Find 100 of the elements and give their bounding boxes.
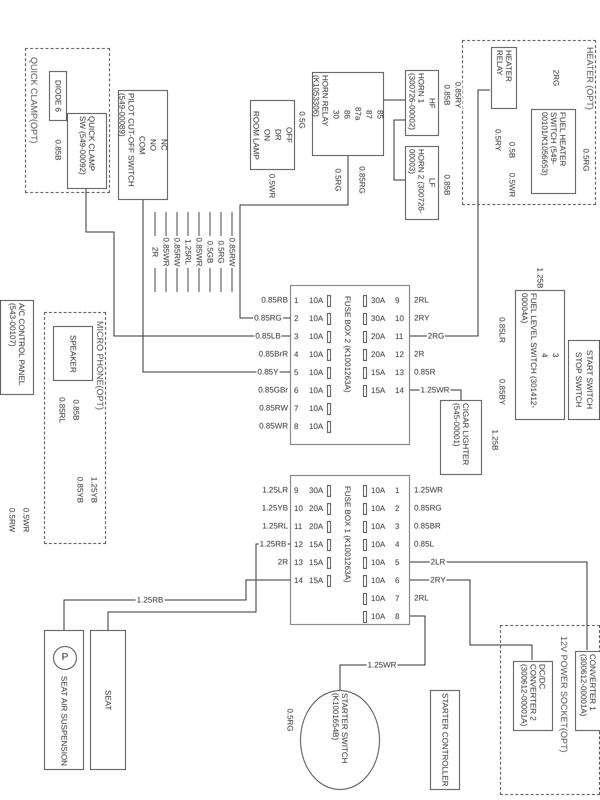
wire	[240, 156, 348, 318]
fuse-rating: 10A	[309, 350, 324, 360]
fuse-rating: 30A	[371, 314, 386, 324]
component-label: DIODE 6	[54, 80, 62, 112]
pin-number: 2	[294, 314, 298, 324]
pin-label: NO	[148, 139, 158, 151]
fuse-rating: 10A	[309, 386, 324, 396]
pin-number: 8	[294, 422, 298, 432]
component-label: HORN 1 (300726-00002)	[408, 73, 426, 132]
component-box	[90, 630, 126, 770]
wire-label: 0.85BrR	[258, 350, 288, 358]
pin-number: 5	[395, 558, 400, 568]
wire-label: 0.85WR	[162, 238, 170, 266]
pin-number: 5	[294, 368, 298, 378]
pin-number: 12	[395, 350, 404, 360]
wire-label: 0.5WR	[268, 174, 276, 198]
pin-number: 4	[395, 540, 400, 550]
component-box	[250, 100, 295, 170]
component-label: CONVERTER 1 (300612-00001A)	[579, 654, 597, 718]
edge-label: 2RY	[429, 576, 447, 584]
pin-label: SEAT	[104, 690, 112, 710]
pin-number: 8	[395, 612, 400, 622]
edge-label: 1.25RB	[136, 596, 164, 604]
wire-label: 0.85RB	[261, 296, 288, 304]
pin-number: 12	[294, 540, 303, 550]
wire-label: 0.85BR	[414, 522, 441, 530]
wire-label: 0.85B	[54, 140, 62, 160]
fuse-rating: 30A	[371, 296, 386, 306]
fuse-rating: 10A	[309, 332, 324, 342]
edge-label: 2LR	[430, 558, 446, 566]
pin-number: 4	[294, 350, 298, 360]
fuse-rating: 10A	[371, 558, 386, 568]
wire-label: 0.5WR	[22, 508, 30, 532]
pin-number: 7	[294, 404, 298, 414]
component-label: DC/DC CONVERTER 2 (300612-00001A)	[520, 664, 546, 728]
pin-label: COM	[138, 136, 146, 154]
fuse-rating: 10A	[371, 612, 386, 622]
component-label: STOP SWITCH	[574, 352, 583, 408]
component-label: ROOM LAMP	[252, 110, 260, 160]
edge-label: 1.25RB	[258, 540, 288, 548]
wire-label: 0.85LR	[498, 317, 506, 343]
wire	[410, 90, 490, 336]
edge-label: 0.85LB	[254, 332, 282, 340]
wire-label: 0.85RG	[358, 166, 366, 194]
wire-label: 0.85RW	[259, 404, 288, 412]
fuse-rating: 10A	[309, 368, 324, 378]
motor-letter: P	[62, 653, 68, 663]
component-label: HORN RELAY (K1053306)	[312, 75, 330, 128]
fuse-box-title: FUSE BOX 1 (K1001263A)	[343, 486, 352, 584]
wire-label: 0.85RW	[172, 238, 182, 266]
component-box	[49, 71, 67, 121]
pin-number: 6	[395, 576, 400, 586]
wire-label: 0.85L	[414, 540, 434, 548]
wire-label: 0.5B	[508, 142, 516, 158]
component-box	[513, 661, 553, 731]
pin-label: 87	[364, 110, 374, 118]
wire-label: 2R	[150, 246, 160, 258]
wire-label: 0.5G	[298, 111, 306, 129]
wire-label: 0.85R	[414, 368, 436, 376]
fuse-rating: 20A	[309, 504, 324, 514]
wire-label: 1.25YB	[262, 504, 288, 512]
component-box	[491, 47, 517, 109]
pin-number: 14	[294, 576, 303, 586]
pin-number: 9	[294, 486, 298, 496]
pin-number: 3	[395, 522, 400, 532]
fuse-rating: 10A	[371, 504, 386, 514]
pin-number: 14	[395, 386, 404, 396]
pin-number: 7	[395, 594, 400, 604]
wire-label: 0.85RY	[454, 82, 462, 108]
wire-label: 0.5RG	[334, 168, 342, 192]
edge-label: 1.25WR	[420, 386, 450, 394]
component-box	[312, 72, 384, 156]
fuse-rating: 10A	[371, 540, 386, 550]
component-box	[53, 326, 93, 381]
component-label: FUEL HEATER SWITCH (549-00101/K1056653)	[540, 112, 567, 178]
fuse-box	[290, 285, 410, 445]
fuse-rating: 10A	[371, 486, 386, 496]
pin-number: 3	[294, 332, 298, 342]
component-box	[515, 290, 565, 420]
pin-label: 4	[540, 352, 549, 358]
pin-label: 30	[332, 110, 340, 118]
fuse-rating: 15A	[371, 368, 386, 378]
component-box	[531, 109, 576, 194]
wire-label: 2R	[414, 350, 424, 358]
fuse-rating: 30A	[309, 486, 324, 496]
fuse-rating: 15A	[309, 540, 324, 550]
wire-label: 0.85BY	[498, 378, 506, 406]
wire-label: 0.85B	[72, 400, 80, 420]
wire-label: 0.85GBr	[258, 386, 288, 394]
wire-label: 2RL	[414, 594, 429, 602]
wire-label: 1.25RL	[262, 522, 288, 530]
wire-label: 0.5WR	[508, 172, 516, 198]
component-box	[67, 113, 107, 189]
component-box	[568, 340, 600, 420]
wire-label: 0.85B	[442, 174, 452, 196]
wire	[108, 544, 290, 630]
wire-label: 0.5RG	[216, 240, 226, 264]
pin-number: 11	[395, 332, 404, 342]
pin-label: HF	[428, 98, 436, 108]
pin-number: 6	[294, 386, 298, 396]
